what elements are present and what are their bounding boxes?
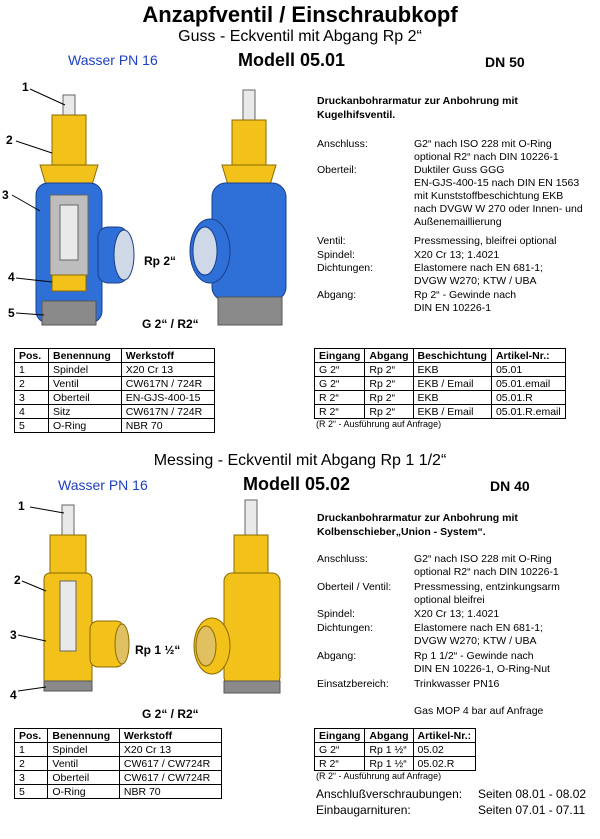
s1-specs: Anschluss: G2“ nach ISO 228 mit O-Ring o… bbox=[317, 138, 583, 314]
s1-note: (R 2“ - Ausführung auf Anfrage) bbox=[316, 419, 442, 429]
s1-cutaway-valve bbox=[35, 94, 135, 326]
s2-mop: Gas MOP 4 bar auf Anfrage bbox=[414, 705, 544, 717]
table-row: G 2“Rp 1 ½“05.02 bbox=[313, 742, 477, 757]
s1-valve-illustration bbox=[11, 88, 287, 326]
s1-callout-4: 4 bbox=[8, 270, 15, 284]
s2-callout-3: 3 bbox=[10, 628, 17, 642]
s1-callout-2: 2 bbox=[6, 133, 13, 147]
s2-callout-4: 4 bbox=[10, 688, 17, 702]
footer-connectors-label: Anschlußverschraubungen: bbox=[316, 787, 463, 801]
s1-callout-3: 3 bbox=[2, 188, 9, 202]
s2-dn: DN 40 bbox=[490, 478, 530, 494]
s2-external-valve bbox=[193, 499, 281, 694]
s1-medium: Wasser PN 16 bbox=[68, 52, 158, 68]
s2-specs: Anschluss: G2“ nach ISO 228 mit O-Ring o… bbox=[317, 553, 560, 717]
s1-outlet-label: Rp 2“ bbox=[144, 254, 177, 268]
s2-note: (R 2“ - Ausführung auf Anfrage) bbox=[316, 771, 442, 781]
section1-subtitle: Guss - Eckventil mit Abgang Rp 2“ bbox=[178, 28, 422, 45]
s2-cutaway-valve bbox=[43, 504, 130, 692]
s1-inlet-label: G 2“ / R2“ bbox=[142, 317, 199, 331]
s2-medium: Wasser PN 16 bbox=[58, 477, 148, 493]
s2-inlet-label: G 2“ / R2“ bbox=[142, 707, 199, 721]
s2-callout-1: 1 bbox=[18, 499, 25, 513]
footer-connectors-pages: Seiten 08.01 - 08.02 bbox=[478, 787, 587, 801]
s2-model: Modell 05.02 bbox=[243, 474, 351, 494]
s1-dn: DN 50 bbox=[485, 54, 525, 70]
page-title: Anzapfventil / Einschraubkopf bbox=[142, 2, 458, 27]
table-row: R 2“Rp 1 ½“05.02.R bbox=[313, 756, 477, 771]
s1-callout-5: 5 bbox=[8, 306, 15, 320]
s2-outlet-label: Rp 1 ½“ bbox=[135, 643, 181, 657]
footer-fittings-label: Einbaugarnituren: bbox=[316, 803, 411, 817]
s2-callout-2: 2 bbox=[14, 573, 21, 587]
s1-model: Modell 05.01 bbox=[238, 50, 346, 70]
footer-fittings-pages: Seiten 07.01 - 07.11 bbox=[478, 803, 586, 817]
section2-subtitle: Messing - Eckventil mit Abgang Rp 1 1/2“ bbox=[153, 452, 447, 469]
s2-valve-illustration bbox=[17, 499, 281, 694]
s1-external-valve bbox=[189, 89, 287, 326]
s1-callout-1: 1 bbox=[22, 80, 29, 94]
